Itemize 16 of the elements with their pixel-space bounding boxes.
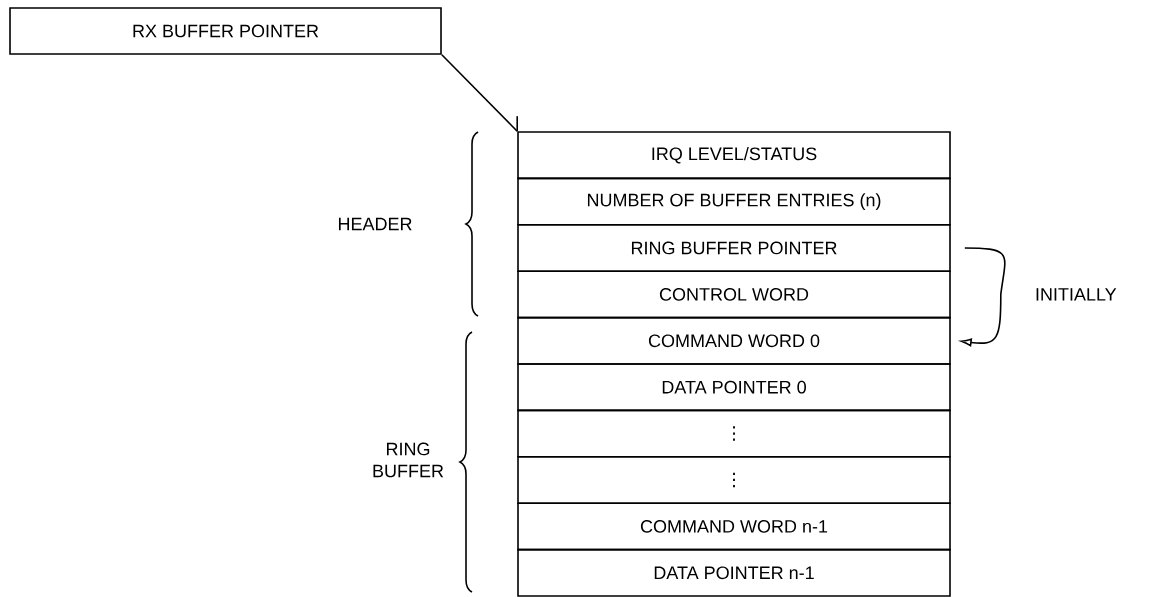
brace-label: RING BUFFER	[373, 442, 444, 478]
table-row: DATA POINTER 0	[517, 363, 951, 412]
table-row: DATA POINTER n-1	[517, 548, 951, 597]
brace-label: HEADER	[339, 217, 412, 231]
pointer-box: RX BUFFER POINTER	[9, 7, 442, 55]
table-row: IRQ LEVEL/STATUS	[517, 131, 951, 180]
edge-label: INITIALLY	[1032, 286, 1119, 303]
table-row: ⋮	[517, 456, 951, 504]
table-row: RING BUFFER POINTER	[517, 224, 951, 272]
table-row: CONTROL WORD	[517, 270, 951, 319]
table-row: COMMAND WORD n-1	[517, 502, 951, 551]
table-row: NUMBER OF BUFFER ENTRIES (n)	[517, 177, 951, 226]
table-row: COMMAND WORD 0	[517, 316, 951, 365]
table-row: ⋮	[517, 409, 951, 458]
leader-line	[441, 54, 518, 132]
curved-arrow	[960, 247, 1006, 347]
